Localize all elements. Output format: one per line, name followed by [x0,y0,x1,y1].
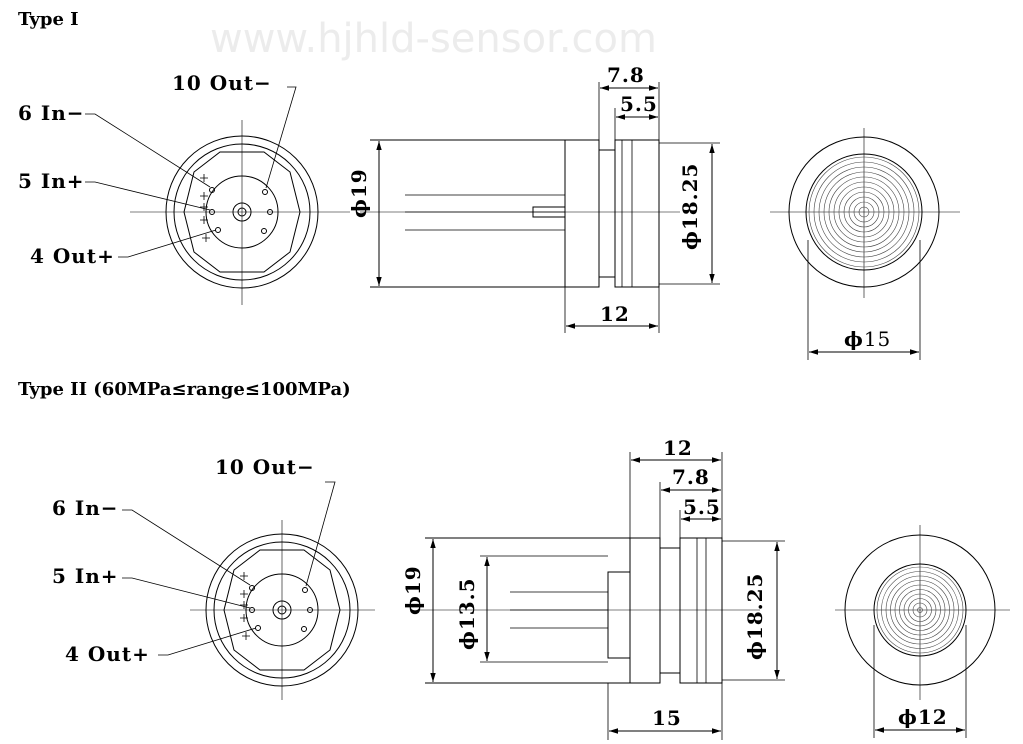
diaphragm-ring [813,161,915,263]
type1-pin4-label: 4 Out+ [30,244,115,268]
diaphragm-ring [917,607,923,613]
type2-len12-label: 12 [663,436,693,460]
type2-diaphragm-view: ϕ12 [835,525,1010,738]
diaphragm-ring [818,166,910,258]
diaphragm-ring [908,598,932,622]
type2-diaphragm-rings [876,566,964,654]
type1-title: Type I [18,9,79,30]
type2-side-view: ϕ19 ϕ13.5 ϕ18.25 12 7.8 5.5 15 [401,436,785,740]
type2-pin10-label: 10 Out− [215,455,315,479]
type2-pin-face-view: 10 Out− 6 In− 5 In+ 4 Out+ [52,455,375,700]
type2-len78-label: 7.8 [672,465,710,489]
type1-d1825-label: ϕ18.25 [678,163,702,250]
type1-len12-label: 12 [600,302,630,326]
diaphragm-ring [881,571,959,649]
diaphragm-ring [912,602,928,618]
type1-len55-label: 5.5 [620,92,658,116]
type1-diaphragm-view: ϕ15 [770,128,960,360]
diaphragm-ring [894,584,946,636]
type2-pin6-label: 6 In− [52,496,119,520]
diaphragm-ring [890,580,950,640]
diaphragm-ring [858,206,870,218]
type2-d135-label: ϕ13.5 [455,577,479,650]
diaphragm-ring [833,181,895,243]
diaphragm-ring [899,589,941,631]
type2-d1825-label: ϕ18.25 [743,573,767,660]
type1-side-view: ϕ19 ϕ18.25 7.8 5.5 12 [347,63,720,333]
diaphragm-ring [808,156,920,268]
diaphragm-ring [885,575,955,645]
watermark: www.hjhld-sensor.com [210,16,657,62]
type1-pin-face-view: 10 Out− 6 In− 5 In+ 4 Out+ [18,71,350,305]
type1-len78-label: 7.8 [607,63,645,87]
diaphragm-ring [843,191,885,233]
diaphragm-ring [903,593,937,627]
type2-pin5-label: 5 In+ [52,564,119,588]
type2-d12-label: ϕ12 [898,705,948,729]
diaphragm-ring [853,201,875,223]
diaphragm-ring [838,186,890,238]
type1-d19-label: ϕ19 [347,168,371,218]
type1-pin5-label: 5 In+ [18,169,85,193]
type2-pin4-label: 4 Out+ [65,642,150,666]
type1-d15-label: ϕ15 [844,327,891,351]
type2-len55-label: 5.5 [683,495,721,519]
type2-len15-label: 15 [652,706,682,730]
diaphragm-ring [823,171,905,253]
diaphragm-ring [848,196,880,228]
diaphragm-ring [876,566,964,654]
diaphragm-ring [828,176,900,248]
type1-pin10-label: 10 Out− [172,71,272,95]
type1-pin6-label: 6 In− [18,101,85,125]
type2-title: Type II (60MPa≤range≤100MPa) [18,379,351,400]
type2-d19-label: ϕ19 [401,565,425,615]
type1-diaphragm-rings [808,156,920,268]
